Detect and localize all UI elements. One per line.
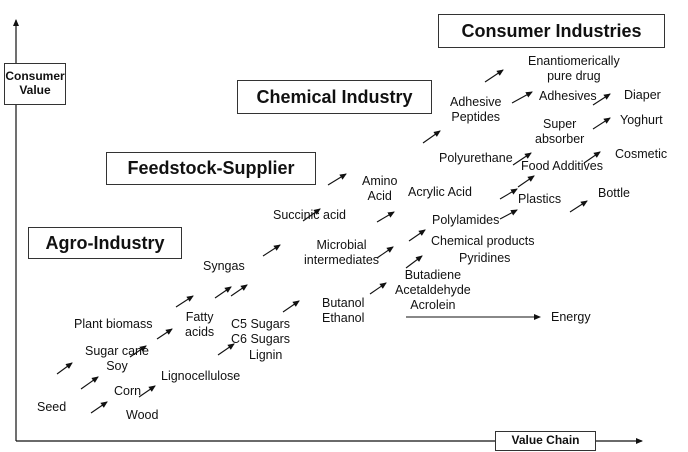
item-microbial-intermediates: Microbial intermediates <box>304 238 380 267</box>
flow-arrow <box>499 209 518 220</box>
item-adhesives: Adhesives <box>539 89 597 103</box>
item-wood: Wood <box>126 408 159 422</box>
flow-arrow <box>592 117 611 130</box>
x-axis-label: Value Chain <box>495 431 596 451</box>
item-yoghurt: Yoghurt <box>620 113 663 127</box>
item-pyridines: Pyridines <box>459 251 511 265</box>
flow-arrow <box>369 282 387 295</box>
item-butanol-ethanol: Butanol Ethanol <box>322 296 365 325</box>
flow-arrow <box>138 385 156 398</box>
flow-arrow <box>156 328 173 340</box>
flow-arrow <box>405 255 423 269</box>
flow-arrow <box>302 208 321 222</box>
flow-arrow <box>327 173 347 186</box>
item-acrylic-acid: Acrylic Acid <box>408 185 472 199</box>
item-lignin: Lignin <box>249 348 283 362</box>
item-bottle: Bottle <box>598 186 630 200</box>
item-plastics: Plastics <box>518 192 562 206</box>
flow-arrow <box>262 244 281 257</box>
item-amino-acid: Amino Acid <box>362 174 398 203</box>
flow-arrow <box>511 91 533 104</box>
stage-chemical-industry: Chemical Industry <box>237 80 432 114</box>
item-super-absorber: Super absorber <box>535 117 585 146</box>
flow-arrow <box>517 175 535 188</box>
item-enantiomerically-pure-drug: Enantiomerically pure drug <box>528 54 620 83</box>
item-succinic-acid: Succinic acid <box>273 208 346 222</box>
item-syngas: Syngas <box>203 259 245 273</box>
item-polyurethane: Polyurethane <box>439 151 513 165</box>
flow-arrow <box>592 93 611 106</box>
item-lignocellulose: Lignocellulose <box>161 369 241 383</box>
flow-arrow <box>408 229 426 242</box>
item-plant-biomass: Plant biomass <box>74 317 153 331</box>
item-cosmetic: Cosmetic <box>615 147 668 161</box>
item-corn: Corn <box>114 384 142 398</box>
flow-arrow <box>484 69 504 83</box>
flow-arrow <box>282 300 300 313</box>
flow-arrow <box>376 211 395 223</box>
flow-arrow <box>230 284 248 297</box>
stage-agro-industry: Agro-Industry <box>28 227 182 259</box>
flow-arrow <box>512 152 532 166</box>
item-adhesive-peptides: Adhesive Peptides <box>450 95 502 124</box>
flow-arrow <box>214 286 232 299</box>
item-c5-c6-sugars: C5 Sugars C6 Sugars <box>231 317 291 346</box>
flow-arrow <box>175 295 194 308</box>
flow-arrows <box>56 69 611 414</box>
item-seed: Seed <box>37 400 67 414</box>
item-chemical-products: Chemical products <box>431 234 535 248</box>
item-diaper: Diaper <box>624 88 661 102</box>
flow-arrow <box>569 200 588 213</box>
item-butadiene-acetaldehyde-acrolein: Butadiene Acetaldehyde Acrolein <box>395 268 471 312</box>
item-polylamides: Polylamides <box>432 213 500 227</box>
item-sugar-cane-soy: Sugar cane Soy <box>85 344 149 373</box>
flow-arrow <box>90 401 108 414</box>
item-fatty-acids: Fatty acids <box>185 310 215 339</box>
flow-arrow <box>583 151 601 164</box>
y-axis-label: Consumer Value <box>4 63 66 105</box>
flow-arrow <box>376 246 394 259</box>
flow-arrow <box>129 345 147 358</box>
stage-consumer-industries: Consumer Industries <box>438 14 665 48</box>
flow-arrow <box>499 188 518 200</box>
stage-feedstock-supplier: Feedstock-Supplier <box>106 152 316 185</box>
flow-arrow <box>422 130 441 144</box>
item-energy: Energy <box>551 310 591 324</box>
item-food-additives: Food Additives <box>521 159 603 173</box>
flow-arrow <box>56 362 73 375</box>
flow-arrow <box>80 376 99 390</box>
flow-arrow <box>217 343 235 356</box>
